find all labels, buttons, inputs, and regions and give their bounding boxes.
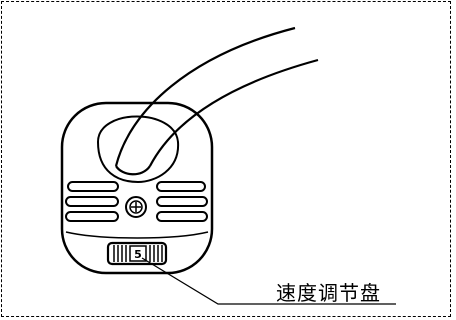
callout-leader	[141, 257, 396, 305]
cable-edge	[149, 58, 319, 167]
body-seam	[65, 231, 209, 239]
speed-dial-label: 速度调节盘	[276, 281, 381, 305]
dial-number: 5	[134, 248, 142, 261]
screw-icon	[125, 196, 147, 218]
speed-dial[interactable]: 5	[106, 241, 168, 266]
cable-collar	[96, 115, 180, 184]
cable-end	[115, 165, 151, 176]
left-vents	[65, 181, 119, 222]
figure-frame	[1, 1, 451, 317]
cable	[114, 26, 296, 167]
right-vents	[156, 181, 208, 222]
